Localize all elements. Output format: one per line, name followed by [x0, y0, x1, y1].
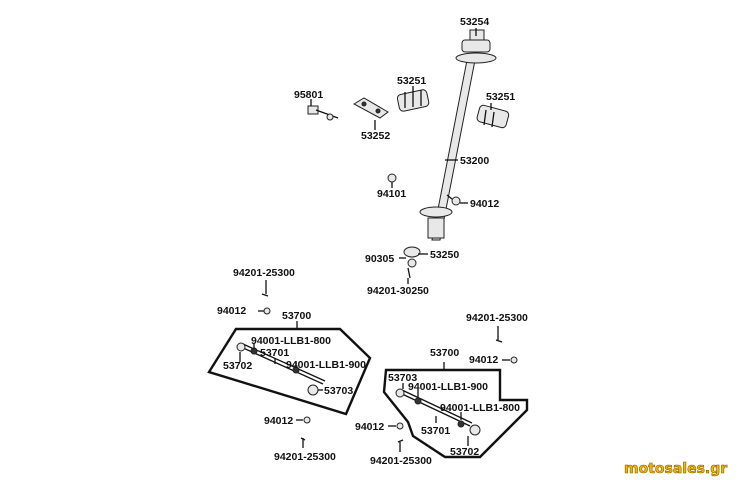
left-tie-rod-group — [207, 280, 372, 448]
shaft-holder-right — [476, 104, 510, 129]
label-right-nut-bottom: 94012 — [355, 421, 384, 433]
watermark-logo: motosales.gr — [624, 461, 727, 477]
label-right-bolt-bottom: 94201-25300 — [370, 455, 432, 467]
label-53252: 53252 — [361, 130, 390, 142]
label-left-nut-900: 94001-LLB1-900 — [286, 359, 366, 371]
label-left-bolt-bottom: 94201-25300 — [274, 451, 336, 463]
shaft-holder-left — [396, 89, 430, 112]
label-right-end-left: 53703 — [388, 372, 417, 384]
label-left-nut-800: 94001-LLB1-800 — [251, 335, 331, 347]
label-53251-right: 53251 — [486, 91, 515, 103]
label-left-assy: 53700 — [282, 310, 311, 322]
label-right-nut-900: 94001-LLB1-900 — [408, 381, 488, 393]
label-94201-30250: 94201-30250 — [367, 285, 429, 297]
right-tie-rod-group — [382, 326, 529, 459]
label-left-end-left: 53702 — [223, 360, 252, 372]
label-53200: 53200 — [460, 155, 489, 167]
label-left-nut-bottom: 94012 — [264, 415, 293, 427]
label-left-bolt-top: 94201-25300 — [233, 267, 295, 279]
label-left-rod: 53701 — [260, 347, 289, 359]
label-right-nut-800: 94001-LLB1-800 — [440, 402, 520, 414]
bushing-53250 — [403, 246, 421, 279]
label-left-end-right: 53703 — [324, 385, 353, 397]
label-53254: 53254 — [460, 16, 489, 28]
leader-lines — [310, 28, 492, 284]
label-right-end-right: 53702 — [450, 446, 479, 458]
washer-94101 — [387, 173, 397, 183]
label-90305: 90305 — [365, 253, 394, 265]
label-53251-left: 53251 — [397, 75, 426, 87]
nut-94012-shaft — [446, 194, 461, 206]
label-left-nut-top: 94012 — [217, 305, 246, 317]
shaft-plate — [352, 97, 389, 119]
label-right-rod: 53701 — [421, 425, 450, 437]
label-94101: 94101 — [377, 188, 406, 200]
label-right-assy: 53700 — [430, 347, 459, 359]
label-right-nut-top: 94012 — [469, 354, 498, 366]
label-94012-shaft: 94012 — [470, 198, 499, 210]
bolt-95801 — [307, 105, 339, 121]
label-53250: 53250 — [430, 249, 459, 261]
steering-shaft — [419, 29, 497, 241]
label-95801: 95801 — [294, 89, 323, 101]
label-right-bolt-top: 94201-25300 — [466, 312, 528, 324]
